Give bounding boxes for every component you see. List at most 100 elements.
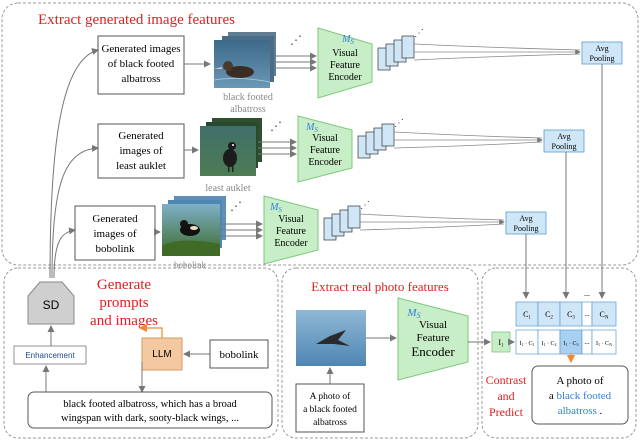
contrast-label-line3: Predict bbox=[489, 405, 524, 419]
result-line3: albatross . bbox=[558, 405, 603, 417]
svg-text:Encoder: Encoder bbox=[308, 157, 342, 168]
row3-to-pool-line-c bbox=[359, 223, 505, 231]
svg-text:MS: MS bbox=[305, 122, 318, 134]
row2-text-line3: least auklet bbox=[116, 160, 166, 172]
row1-image-stack bbox=[213, 32, 276, 88]
matrix-cell-1-label: I1 · C1 bbox=[519, 341, 534, 347]
llm-block: LLM bbox=[141, 337, 183, 371]
prompt-text-line2: wingspan with dark, sooty-black wings, .… bbox=[61, 413, 239, 424]
matrix-cell-n bbox=[591, 329, 617, 355]
matrix-cell-3-label: I1 · C3 bbox=[563, 341, 578, 347]
row2-dots: ⋰ bbox=[270, 119, 282, 133]
svg-text:Encoder: Encoder bbox=[411, 344, 455, 359]
llm-orange-arrow bbox=[138, 323, 163, 338]
row1-to-pool-line-a bbox=[413, 43, 581, 51]
photo-caption-line2: a black footed bbox=[303, 404, 357, 415]
svg-text:MS: MS bbox=[341, 34, 354, 46]
row3-text-line1: Generated bbox=[92, 213, 138, 225]
real-photo-image bbox=[296, 310, 366, 366]
row2-to-pool-line-c bbox=[393, 141, 543, 149]
row1-text-box bbox=[97, 35, 185, 95]
prompt-text-box bbox=[27, 391, 273, 429]
matrix-header-cn bbox=[591, 301, 617, 327]
section-title-generate-line2: prompts bbox=[99, 295, 148, 311]
real-photo-section bbox=[281, 267, 479, 439]
row1-dots: ⋰ bbox=[290, 33, 302, 47]
row3-to-pool-line-a bbox=[359, 213, 505, 221]
row2-caption: least auklet bbox=[205, 183, 250, 194]
enhancement-box bbox=[13, 345, 87, 365]
contrast-section bbox=[481, 267, 637, 439]
generate-prompts-section bbox=[3, 267, 279, 439]
svg-text:Visual: Visual bbox=[278, 214, 304, 225]
bobolink-input-label: bobolink bbox=[219, 349, 259, 361]
row3-text-line3: bobolink bbox=[95, 243, 135, 255]
row1-feature-maps bbox=[377, 35, 415, 71]
matrix-header-c3-label: C3 bbox=[567, 310, 575, 321]
row3-text-line2: images of bbox=[93, 228, 136, 240]
matrix-header-c1-label: C1 bbox=[523, 310, 531, 321]
row2-avg-pooling bbox=[543, 129, 585, 153]
row1-text-line2: of black footed bbox=[108, 58, 175, 70]
similarity-matrix: C1 C2 C3 CN I1 · C1 I1 · C2 I1 · C3 I1 ·… bbox=[515, 289, 617, 355]
row1-visual-feature-encoder: MS Visual Feature Encoder bbox=[317, 27, 373, 99]
svg-text:Feature: Feature bbox=[310, 145, 341, 156]
photo-caption-line1: A photo of bbox=[310, 391, 351, 402]
row3-image-stack bbox=[162, 196, 226, 256]
row1-feature-dots: ⋰ bbox=[414, 28, 424, 39]
matrix-ellipsis-row: ... bbox=[584, 338, 590, 346]
section-title-generate-line1: Generate bbox=[97, 277, 151, 293]
svg-text:Encoder: Encoder bbox=[274, 238, 308, 249]
row1-caption-line1: black footed bbox=[223, 92, 273, 103]
row2-to-pool-line-a bbox=[393, 131, 543, 139]
sd-to-row2-line bbox=[51, 144, 99, 279]
row2-visual-feature-encoder: MS Visual Feature Encoder bbox=[297, 115, 353, 183]
row2-pool-line1: Avg bbox=[557, 132, 570, 141]
row1-text-line1: Generated images bbox=[101, 43, 180, 55]
svg-text:Feature: Feature bbox=[330, 60, 361, 71]
row1-to-pool-line-c bbox=[413, 53, 581, 61]
svg-text:Feature: Feature bbox=[276, 226, 307, 237]
matrix-header-cn-label: CN bbox=[600, 310, 609, 321]
i1-vector-label: I1 bbox=[498, 338, 504, 349]
row3-feature-maps bbox=[323, 205, 361, 241]
svg-text:Visual: Visual bbox=[332, 48, 358, 59]
row3-feature-dots: ⋰ bbox=[360, 200, 370, 211]
contrast-label-line1: Contrast bbox=[486, 373, 527, 387]
photo-caption-box bbox=[295, 383, 365, 433]
result-line2: a black footed bbox=[549, 390, 612, 402]
sd-block: SD bbox=[27, 281, 75, 325]
row2-text-line1: Generated bbox=[118, 130, 164, 142]
photo-caption-line3: albatross bbox=[313, 418, 347, 428]
row3-caption: bobolink bbox=[174, 260, 207, 270]
sd-to-row3-line bbox=[53, 227, 76, 279]
real-visual-feature-encoder: MS Visual Feature Encoder bbox=[397, 297, 469, 381]
row3-dots: ⋰ bbox=[230, 199, 242, 213]
svg-text:Visual: Visual bbox=[419, 319, 447, 331]
row2-feature-dots: ⋰ bbox=[394, 118, 404, 129]
matrix-header-c2-label: C2 bbox=[545, 310, 553, 321]
row2-text-box bbox=[97, 123, 185, 179]
matrix-cell-2-label: I1 · C2 bbox=[541, 341, 556, 347]
contrast-label-line2: and bbox=[497, 389, 514, 403]
row2-image-stack bbox=[200, 118, 262, 176]
row2-pool-line2: Pooling bbox=[552, 142, 577, 151]
row1-text-line3: albatross bbox=[121, 73, 160, 85]
svg-text:Feature: Feature bbox=[417, 332, 450, 344]
section-title-real: Extract real photo features bbox=[311, 279, 449, 294]
bobolink-input-box bbox=[209, 339, 269, 369]
matrix-ellipsis-header: ... bbox=[584, 310, 590, 318]
row1-caption-line2: albatross bbox=[230, 104, 266, 115]
row3-pool-line2: Pooling bbox=[514, 224, 539, 233]
row2-feature-maps bbox=[357, 123, 395, 159]
sd-label: SD bbox=[43, 298, 60, 312]
matrix-ellipsis-top: ... bbox=[584, 289, 590, 298]
section-title-generate-line3: and images bbox=[90, 313, 158, 329]
svg-text:Encoder: Encoder bbox=[328, 72, 362, 83]
section-title-generated: Extract generated image features bbox=[38, 12, 235, 28]
sd-to-row1-line bbox=[49, 48, 99, 279]
generated-features-section bbox=[1, 2, 639, 266]
row3-pool-line1: Avg bbox=[519, 214, 532, 223]
result-line1: A photo of bbox=[556, 375, 603, 387]
